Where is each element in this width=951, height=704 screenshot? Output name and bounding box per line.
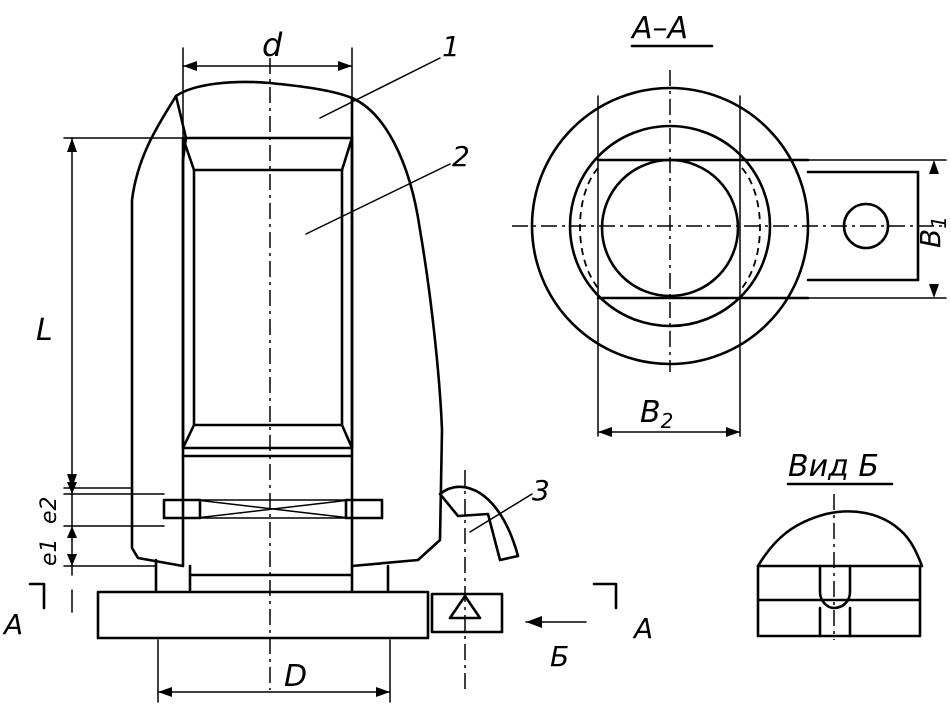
label-e1: e1 xyxy=(37,538,62,566)
dimension-e: e2 e1 xyxy=(37,482,165,613)
callouts: 1 2 3 xyxy=(305,30,550,533)
section-title: A–A xyxy=(630,11,688,46)
housing-top xyxy=(174,80,354,100)
view-b: Вид Б xyxy=(756,449,924,640)
insert-bevel-bl xyxy=(181,423,196,450)
view-b-pin xyxy=(818,564,852,638)
insert-bevel-tl xyxy=(181,136,196,172)
view-b-body xyxy=(756,510,924,568)
front-section-view xyxy=(96,58,520,690)
slot-cross xyxy=(195,499,351,519)
section-marks: А А Б xyxy=(2,582,653,673)
label-e2: e2 xyxy=(37,496,62,524)
dimension-L: L xyxy=(36,137,184,491)
hidden-arc-right xyxy=(741,167,761,289)
section-mark-right: А xyxy=(632,612,653,645)
insert-outer xyxy=(181,136,354,450)
section-mark-left: А xyxy=(2,608,23,641)
callout-1: 1 xyxy=(442,30,460,63)
label-B1: B1 xyxy=(914,216,951,248)
housing-wall-right xyxy=(350,96,444,568)
dimension-d: d xyxy=(182,26,353,151)
label-B1-sub: 1 xyxy=(927,216,951,229)
label-B1-main: B xyxy=(914,229,947,248)
label-B2: B2 xyxy=(640,395,673,433)
insert-bevel-tr xyxy=(340,136,354,172)
housing-neck xyxy=(154,558,390,592)
label-D: D xyxy=(284,659,307,694)
housing-wall-left xyxy=(130,94,188,568)
hidden-arc-left xyxy=(579,167,599,289)
base-plate xyxy=(96,590,430,640)
insert-inner xyxy=(192,168,344,427)
label-d: d xyxy=(262,26,283,64)
pin-boss xyxy=(438,485,520,562)
dimension-D: D xyxy=(157,639,391,703)
pin-socket xyxy=(430,592,504,634)
slot-right xyxy=(344,498,384,520)
slot-left xyxy=(162,498,202,520)
insert-bevel-br xyxy=(340,423,354,450)
view-arrow-letter: Б xyxy=(550,640,569,673)
label-B2-main: B xyxy=(640,395,661,430)
section-a-a-view: A–A B2 B1 xyxy=(512,11,951,437)
view-title: Вид Б xyxy=(788,449,879,484)
callout-3: 3 xyxy=(532,474,550,507)
label-L: L xyxy=(36,313,53,348)
callout-2: 2 xyxy=(452,140,470,173)
label-B2-sub: 2 xyxy=(661,409,674,433)
